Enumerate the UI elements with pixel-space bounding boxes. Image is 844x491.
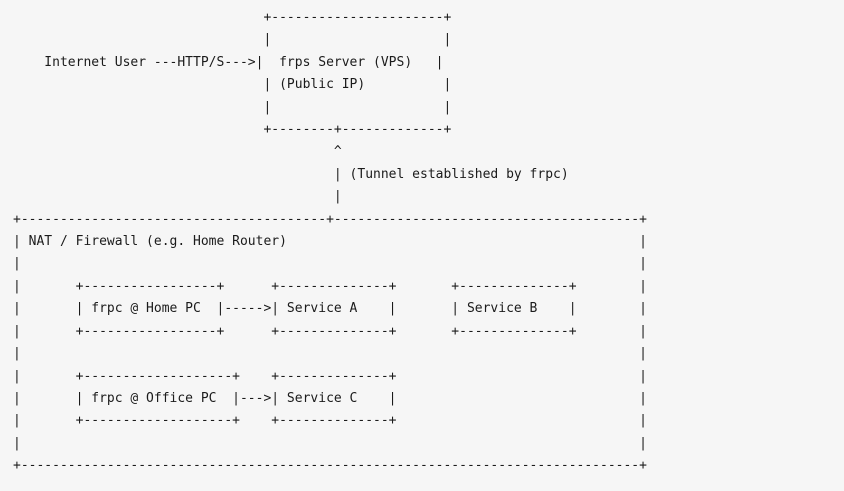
diagram-line-server-blank-2: | | <box>13 99 452 115</box>
diagram-line-office-boxes-bottom: | +-------------------+ +--------------+… <box>13 413 647 429</box>
diagram-line-server-top-border: +----------------------+ <box>13 10 452 25</box>
diagram-line-nat-blank-1: | | <box>13 256 647 272</box>
diagram-line-home-boxes-bottom: | +-----------------+ +--------------+ +… <box>13 323 647 339</box>
diagram-line-office-pc-to-service-c: | | frpc @ Office PC |--->| Service C | … <box>13 390 647 406</box>
diagram-line-home-pc-to-services: | | frpc @ Home PC |----->| Service A | … <box>13 301 647 317</box>
diagram-line-internet-user: Internet User ---HTTP/S--->| frps Server… <box>13 54 444 70</box>
diagram-line-nat-top-border: +---------------------------------------… <box>13 211 647 227</box>
diagram-line-nat-title: | NAT / Firewall (e.g. Home Router) | <box>13 234 647 250</box>
diagram-line-public-ip: | (Public IP) | <box>13 77 452 93</box>
diagram-line-nat-bottom-border: +---------------------------------------… <box>13 458 647 474</box>
ascii-diagram: +----------------------+ | | Internet Us… <box>13 7 647 478</box>
diagram-line-server-blank-1: | | <box>13 32 452 48</box>
diagram-line-nat-blank-2: | | <box>13 346 647 362</box>
diagram-line-home-boxes-top: | +-----------------+ +--------------+ +… <box>13 278 647 294</box>
diagram-line-nat-blank-3: | | <box>13 435 647 451</box>
diagram-line-tunnel-arrowhead: ^ <box>13 144 342 160</box>
diagram-line-tunnel-stem: | <box>13 189 342 205</box>
diagram-line-server-bottom-border: +--------+-------------+ <box>13 122 452 138</box>
diagram-line-office-boxes-top: | +-------------------+ +--------------+… <box>13 368 647 384</box>
diagram-line-tunnel-label: | (Tunnel established by frpc) <box>13 166 569 182</box>
